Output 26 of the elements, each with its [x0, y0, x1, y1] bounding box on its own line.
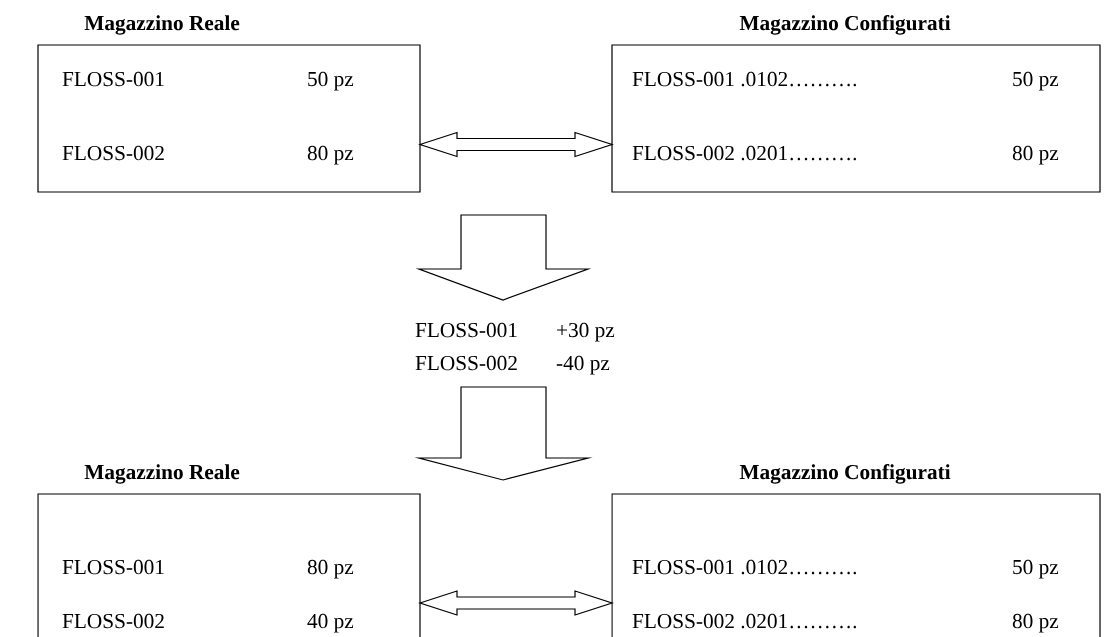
quantity: 80 pz — [1012, 145, 1059, 165]
quantity: 50 pz — [1013, 559, 1059, 579]
item-code: FLOSS-001 — [62, 559, 164, 575]
quantity: 80 pz — [307, 559, 354, 579]
box-heading: Magazzino Reale — [84, 464, 240, 484]
item-code: FLOSS-001 .0102………. — [632, 559, 857, 575]
box-heading: Magazzino Configurati — [739, 15, 951, 35]
quantity-change: +30 pz — [557, 322, 615, 342]
item-code: FLOSS-002 — [415, 355, 517, 371]
quantity-change: -40 pz — [556, 355, 610, 375]
quantity: 50 pz — [308, 71, 354, 91]
quantity: 80 pz — [307, 145, 354, 165]
item-code: FLOSS-001 — [415, 322, 517, 338]
quantity: 50 pz — [1013, 71, 1059, 91]
box-heading: Magazzino Reale — [84, 15, 240, 35]
quantity: 40 pz — [307, 613, 354, 633]
box-heading: Magazzino Configurati — [739, 464, 951, 484]
block-arrow — [414, 386, 593, 481]
item-code: FLOSS-002 — [62, 613, 164, 629]
item-code: FLOSS-002 .0201………. — [632, 613, 857, 629]
quantity: 80 pz — [1012, 613, 1059, 633]
item-code: FLOSS-002 — [62, 145, 164, 161]
block-arrow — [415, 214, 592, 301]
item-code: FLOSS-002 .0201………. — [632, 145, 857, 161]
item-code: FLOSS-001 .0102………. — [632, 71, 857, 87]
item-code: FLOSS-001 — [62, 71, 164, 87]
